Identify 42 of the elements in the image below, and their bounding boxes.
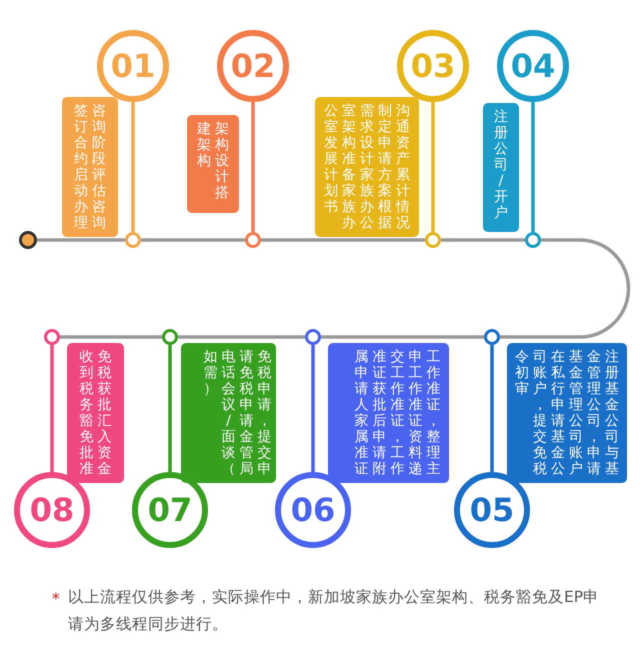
- timeline-line: [60, 335, 162, 339]
- step-box: 工作准证，整理主申工作准证资料递交工作准证，工作准证获批后申请附属申请人家属准证: [328, 343, 449, 483]
- timeline-line: [178, 335, 305, 339]
- asterisk: *: [52, 589, 61, 610]
- step-number-circle: 01: [97, 30, 169, 102]
- step-number-circle: 03: [397, 30, 469, 102]
- connector-line: [168, 345, 172, 472]
- timeline-line: [500, 238, 630, 339]
- step-box: 免税申请，提交申请免税申请金管局电话会议/面谈（如需）: [181, 343, 276, 483]
- timeline-line: [141, 238, 245, 242]
- timeline-dot: [44, 329, 60, 345]
- timeline-dot: [425, 232, 441, 248]
- connector-line: [531, 102, 535, 232]
- footnote: 以上流程仅供参考，实际操作中，新加坡家族办公室架构、税务豁免及EP申请为多线程同步进行。: [68, 587, 600, 635]
- step-number-circle: 04: [497, 30, 569, 102]
- step-box: 咨询阶段评估咨询签订合约启动办理: [62, 97, 118, 237]
- timeline-dot: [162, 329, 178, 345]
- step-box: 沟通资产累计情况制定申请方案根据需求设计家族办公室架构准备家族办公室发展计划书: [315, 97, 419, 237]
- step-number-circle: 07: [132, 472, 208, 548]
- step-box: 注册公司/开户: [483, 103, 519, 232]
- timeline-dot: [305, 329, 321, 345]
- connector-line: [490, 345, 494, 472]
- start-dot: [19, 231, 37, 249]
- timeline-line: [261, 238, 425, 242]
- connector-line: [431, 102, 435, 232]
- connector-line: [50, 345, 54, 472]
- connector-line: [251, 102, 255, 232]
- step-box: 免税获批汇入资金收到税务豁免批准: [67, 343, 124, 483]
- step-number-circle: 05: [454, 472, 530, 548]
- connector-line: [131, 102, 135, 232]
- timeline-dot: [125, 232, 141, 248]
- step-number-circle: 02: [217, 30, 289, 102]
- timeline-dot: [525, 232, 541, 248]
- connector-line: [311, 345, 315, 472]
- step-box: 架构设计搭建架构: [187, 115, 239, 213]
- step-number-circle: 06: [275, 472, 351, 548]
- timeline-dot: [484, 329, 500, 345]
- timeline-line: [441, 238, 525, 242]
- timeline-line: [37, 238, 125, 242]
- timeline-dot: [245, 232, 261, 248]
- timeline-line: [321, 335, 484, 339]
- step-box: 注册基金公司与基金管理公司，申请基金管理公司账户在私行申请基金公司账户，提交免税令初审: [507, 343, 627, 483]
